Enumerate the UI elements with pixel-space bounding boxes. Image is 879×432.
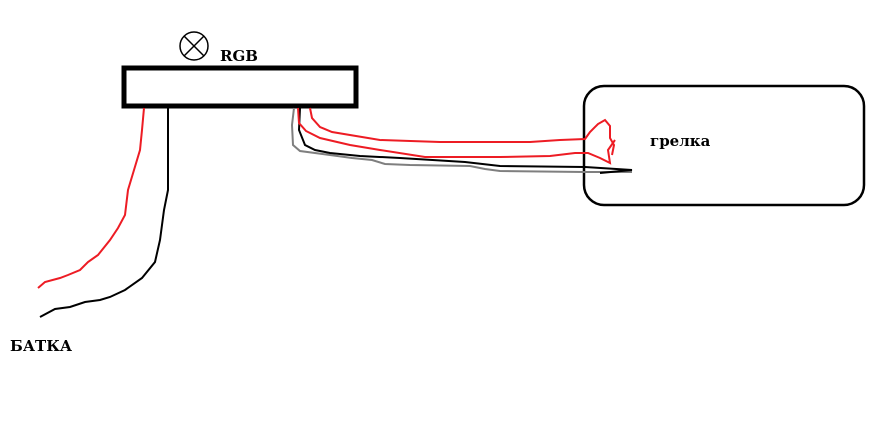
red-wire-2 (309, 107, 616, 156)
heater-label: грелка (650, 132, 711, 150)
battery-label: БАТКА (10, 337, 73, 355)
black-wire (297, 107, 633, 174)
battery-black-wire (39, 108, 169, 318)
rgb-controller-box (121, 65, 359, 109)
red-wire-1 (297, 107, 616, 165)
controller-label: RGB (220, 47, 258, 65)
gray-wire (290, 107, 632, 173)
battery-red-wire (37, 107, 145, 289)
lamp-symbol-icon (179, 31, 209, 61)
heater-box (582, 84, 866, 207)
